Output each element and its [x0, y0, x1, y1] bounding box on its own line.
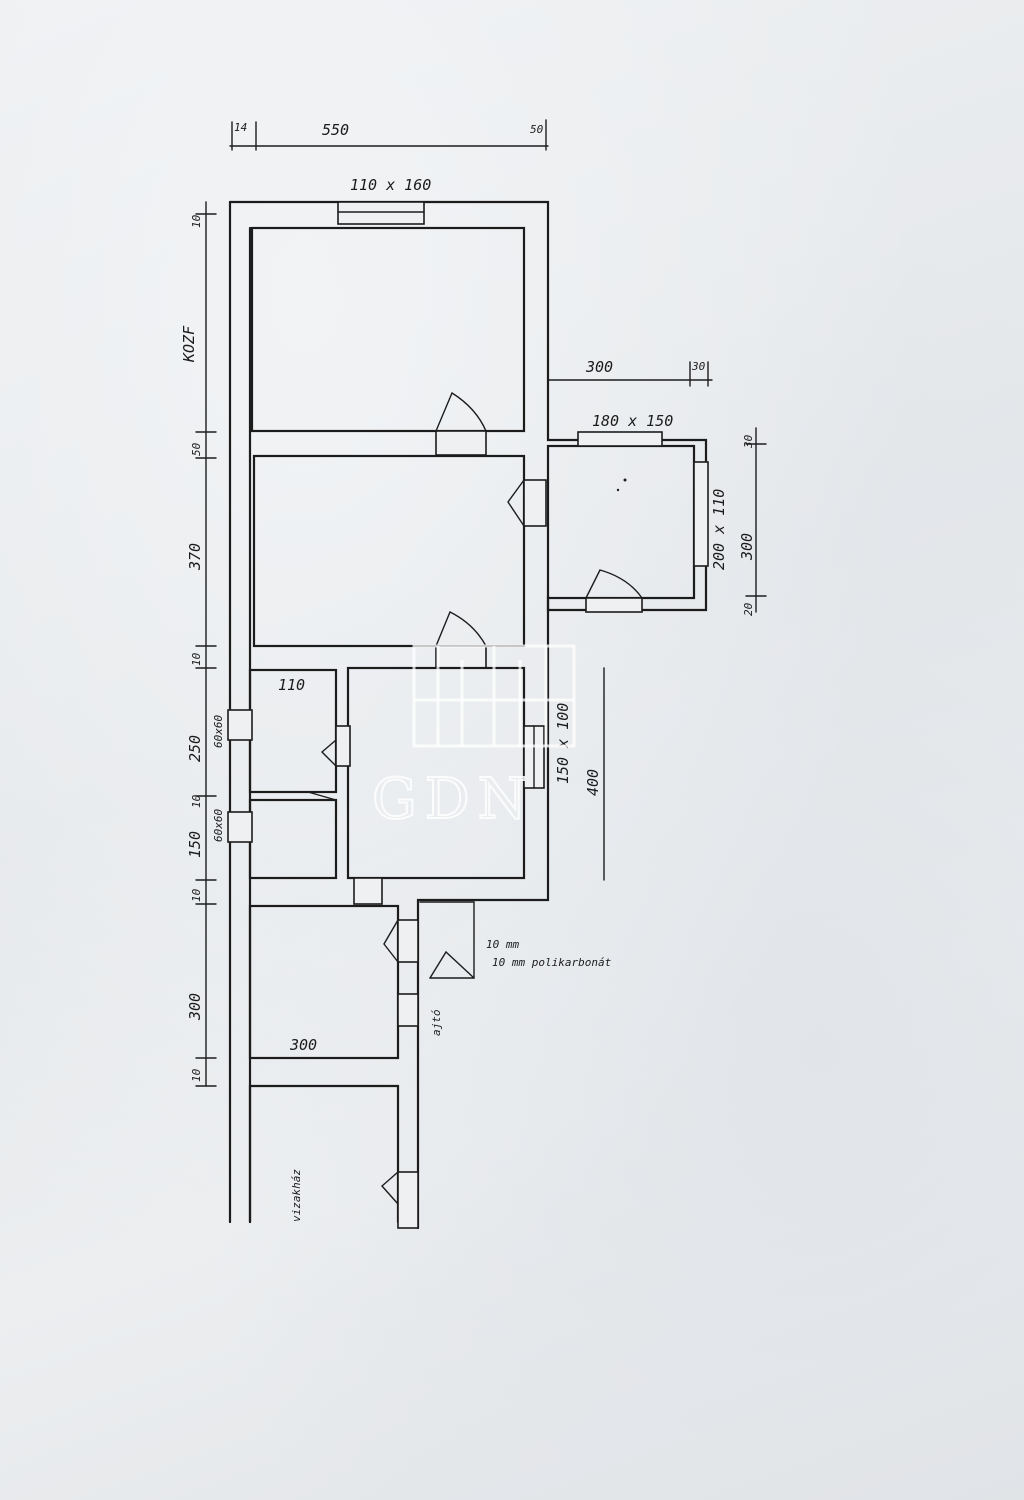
dim-left-2: 370: [186, 543, 204, 571]
annex-window-top: [577, 431, 663, 447]
top-dimension-line: 14 550 50: [229, 119, 549, 151]
porch: 10 mm 10 mm polikarbonát ajtó: [419, 901, 612, 1036]
lower-room: 300: [248, 904, 419, 1060]
dim-left-3: 10: [190, 652, 203, 666]
shed: vizakház: [248, 1084, 419, 1229]
kitchen: 150 x 100 400: [346, 666, 605, 905]
room-2: [252, 454, 526, 648]
door-note: ajtó: [430, 1009, 443, 1036]
side-label: KOZF: [180, 325, 198, 363]
kitchen-depth-label: 400: [584, 769, 602, 796]
watermark-text: GDN: [372, 767, 535, 832]
door-room-1: [435, 392, 487, 456]
dim-left-7: 10: [190, 888, 203, 902]
window-top: [337, 201, 425, 225]
kitchen-window-label: 150 x 100: [554, 703, 572, 784]
lower-room-width-label: 300: [289, 1036, 317, 1054]
dim-left-4: 250: [186, 735, 204, 762]
annex-door: [585, 597, 643, 613]
annex-window-side: [693, 461, 709, 567]
door-room-2-south: [435, 611, 487, 669]
outer-walls: [228, 200, 550, 1230]
lower-room-door-1: [397, 919, 419, 963]
left-window-label-2: 60x60: [212, 809, 225, 842]
left-dimension-line: 10 50 370 10 250 10 150 10 300 10 KOZF: [180, 201, 217, 1087]
kitchen-door: [353, 877, 383, 905]
closet-width-label: 110: [278, 676, 305, 694]
dim-left-0: 10: [190, 214, 203, 228]
closet-upper: 110: [248, 668, 351, 794]
annex-dimensions: 300 30 180 x 150 30 300 20 200 x 110: [547, 358, 767, 616]
shed-label: vizakház: [290, 1169, 303, 1222]
watermark-logo: [412, 644, 576, 748]
dim-top-right: 50: [530, 123, 544, 136]
lower-room-door-2: [397, 993, 419, 1027]
dim-left-6: 150: [186, 831, 204, 858]
dim-annex-side-a: 30: [742, 434, 755, 449]
left-small-windows: 60x60 60x60: [212, 709, 253, 843]
annex-window-top-label: 180 x 150: [592, 412, 673, 430]
dim-left-1: 50: [190, 442, 203, 456]
closet-door: [335, 725, 351, 767]
dim-left-8: 300: [186, 993, 204, 1021]
window-top-label: 110 x 160: [350, 176, 431, 194]
dim-left-5: 10: [190, 794, 203, 808]
dim-annex-side-c: 20: [742, 602, 755, 616]
dim-annex-top-a: 300: [585, 358, 613, 376]
annex-room: [546, 413, 709, 613]
dim-annex-side-b: 300: [738, 533, 756, 561]
door-room-2-east: [507, 479, 547, 527]
dim-annex-top-b: 30: [691, 360, 706, 373]
dim-top-middle: 550: [322, 121, 349, 139]
closet-lower: [248, 791, 338, 880]
polycarbonate-note: 10 mm polikarbonát: [492, 956, 612, 969]
left-window-label-1: 60x60: [212, 715, 225, 748]
polycarbonate-note-1: 10 mm: [486, 938, 519, 951]
annex-window-side-label: 200 x 110: [710, 489, 728, 570]
room-1: [250, 226, 526, 433]
dim-left-9: 10: [190, 1068, 203, 1082]
dim-top-left: 14: [234, 121, 247, 134]
